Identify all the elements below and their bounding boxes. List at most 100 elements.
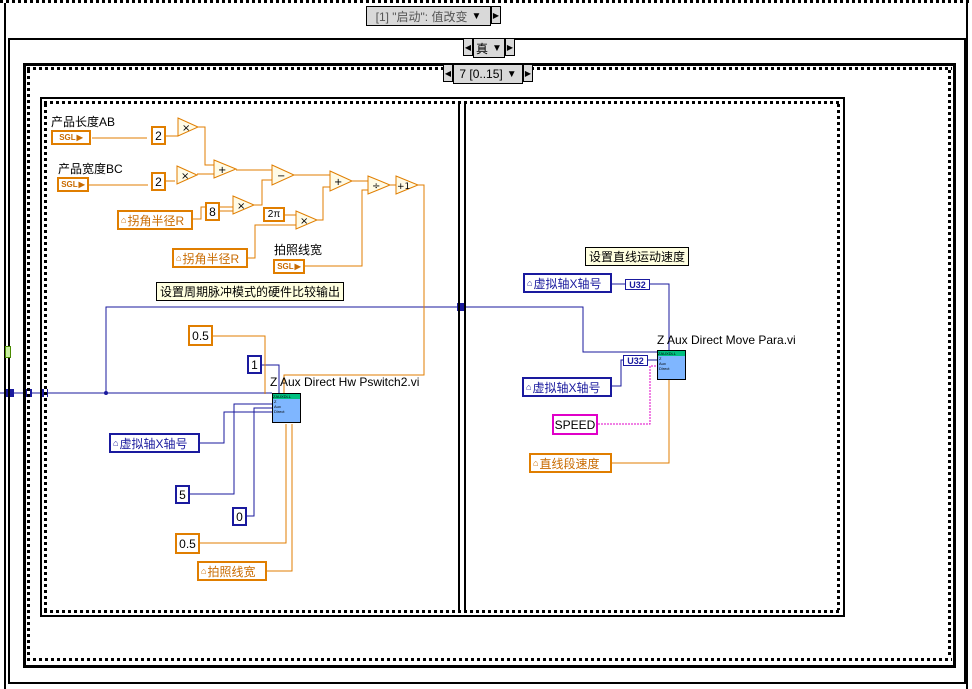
terminal-arrow-icon: ▶ (294, 262, 301, 271)
length-control[interactable]: SGL▶ (51, 130, 91, 145)
wire-05a (213, 335, 266, 394)
flat-sequence-top (44, 101, 841, 104)
const-05b[interactable]: 0.5 (175, 533, 200, 554)
subtract-node: − (271, 164, 296, 186)
wire-mul4 (317, 186, 330, 221)
house-icon: ⌂ (526, 382, 532, 392)
wire-photo (305, 189, 368, 267)
multiply-node-3: × (232, 195, 256, 215)
add-node-2: + (329, 170, 354, 192)
multiply-node-1: × (177, 117, 200, 137)
hw-pswitch-subvi-label: Z Aux Direct Hw Pswitch2.vi (270, 375, 420, 389)
wire-speed-line (612, 380, 670, 464)
flat-sequence-outer (40, 97, 845, 617)
increment-node: +1 (395, 175, 420, 195)
event-selector[interactable]: [1] "启动": 值改变 ▼ (366, 6, 491, 26)
u32-coerce-1: U32 (625, 279, 650, 290)
axis-wire-l (200, 411, 272, 444)
svg-text:×: × (181, 171, 189, 182)
house-icon: ⌂ (176, 253, 182, 263)
axis-local-var-left[interactable]: ⌂虚拟轴X轴号 (109, 433, 200, 453)
const-2b[interactable]: 2 (151, 172, 166, 191)
house-icon: ⌂ (533, 458, 539, 468)
const-5[interactable]: 5 (175, 485, 190, 504)
frame-divider-1 (458, 104, 460, 610)
svg-text:+: + (218, 165, 226, 176)
chevron-down-icon[interactable]: ▼ (492, 42, 502, 54)
flat-sequence-left (44, 104, 47, 610)
svg-text:+1: +1 (397, 182, 410, 192)
sequence-film-bottom (27, 658, 952, 661)
const5-wire (190, 403, 272, 495)
speed-constant[interactable]: SPEED (552, 414, 598, 435)
wire-05b (200, 424, 287, 544)
terminal-arrow-icon: ▶ (76, 133, 83, 142)
prev-frame-button[interactable]: ◀ (443, 64, 453, 82)
error-wire-branch (105, 306, 657, 393)
house-icon: ⌂ (201, 566, 207, 576)
wire-speed (598, 365, 657, 425)
next-event-button[interactable]: ▶ (491, 6, 501, 24)
frame-divider-2 (464, 104, 466, 610)
event-structure-right-border (965, 3, 968, 689)
event-selector-label: [1] "启动": 值改变 (375, 9, 468, 24)
hw-pswitch-subvi[interactable]: ZAUXDLL Z Aux Direct (272, 393, 301, 423)
svg-text:÷: ÷ (372, 181, 380, 192)
const0-wire (247, 407, 272, 517)
next-case-button[interactable]: ▶ (505, 38, 515, 56)
multiply-node-2: × (176, 165, 199, 185)
sequence-film-right (948, 70, 951, 658)
prev-case-button[interactable]: ◀ (463, 38, 473, 56)
chevron-down-icon[interactable]: ▼ (471, 10, 482, 22)
const-05a[interactable]: 0.5 (188, 325, 213, 346)
const-8[interactable]: 8 (205, 202, 220, 221)
flat-sequence-right (837, 104, 840, 610)
add-node-1: + (213, 159, 238, 179)
loop-handle (5, 346, 11, 358)
u32-coerce-2: U32 (623, 355, 648, 366)
multiply-node-4: × (295, 210, 319, 230)
wire-inc (283, 184, 425, 394)
sequence-selector-label: 7 [0..15] (459, 67, 503, 81)
case-selector-label: 真 (476, 41, 489, 56)
house-icon: ⌂ (113, 438, 119, 448)
axis-local-var-right-1[interactable]: ⌂虚拟轴X轴号 (523, 273, 612, 293)
line-speed-local-var[interactable]: ⌂直线段速度 (529, 453, 612, 473)
photo-width-control[interactable]: SGL▶ (273, 259, 305, 274)
sequence-film-left (27, 70, 30, 658)
photo-width-local-var[interactable]: ⌂拍照线宽 (197, 561, 267, 581)
divide-node: ÷ (367, 175, 392, 195)
svg-text:×: × (237, 201, 245, 212)
wire-photo2 (267, 424, 293, 572)
width-control[interactable]: SGL▶ (57, 177, 89, 192)
right-comment: 设置直线运动速度 (585, 247, 690, 266)
radius-local-var-2[interactable]: ⌂拐角半径R (172, 248, 248, 268)
length-label: 产品长度AB (51, 115, 116, 129)
svg-text:−: − (277, 171, 285, 182)
terminal-arrow-icon: ▶ (78, 180, 85, 189)
svg-text:×: × (182, 123, 190, 134)
wire-mul1 (198, 126, 214, 166)
case-selector[interactable]: 真▼ (473, 38, 505, 58)
sequence-selector[interactable]: 7 [0..15]▼ (453, 64, 523, 84)
svg-text:+: + (334, 177, 342, 188)
svg-text:×: × (300, 216, 308, 227)
const-1[interactable]: 1 (247, 355, 262, 374)
photo-width-label: 拍照线宽 (274, 243, 323, 257)
flat-sequence-bottom (44, 610, 841, 613)
move-para-subvi[interactable]: ZAUXDLL Z Aux Direct (657, 350, 686, 380)
axis-local-var-right-2[interactable]: ⌂虚拟轴X轴号 (522, 377, 612, 397)
next-frame-button[interactable]: ▶ (523, 64, 533, 82)
house-icon: ⌂ (121, 215, 127, 225)
const-2pi[interactable]: 2π (263, 207, 285, 222)
wire-mul3 (254, 179, 272, 206)
const1-wire (262, 364, 280, 394)
width-label: 产品宽度BC (58, 162, 123, 176)
chevron-down-icon[interactable]: ▼ (506, 68, 517, 80)
const-2a[interactable]: 2 (151, 126, 166, 145)
house-icon: ⌂ (527, 278, 533, 288)
move-para-subvi-label: Z Aux Direct Move Para.vi (657, 333, 796, 347)
radius-local-var-1[interactable]: ⌂拐角半径R (117, 210, 193, 230)
const-0[interactable]: 0 (232, 507, 247, 526)
